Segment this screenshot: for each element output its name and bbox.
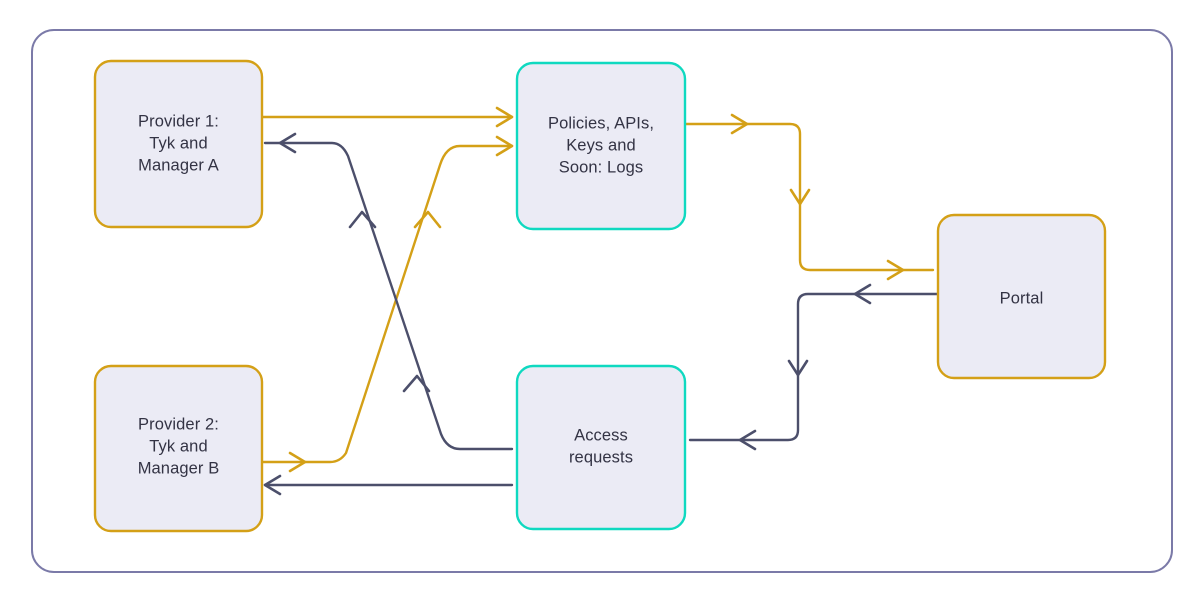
outer-frame — [31, 29, 1173, 573]
node-provider-2-label-line-2: Tyk and — [149, 437, 207, 455]
node-provider-2-box[interactable] — [93, 364, 264, 533]
node-policies-apis-keys-label-line-2: Keys and — [566, 136, 636, 154]
edge-provider2-to-policies — [260, 135, 514, 473]
edge-access-requests-to-provider2 — [263, 474, 514, 496]
node-policies-apis-keys-label-line-1: Policies, APIs, — [548, 114, 654, 132]
node-provider-2-label-line-3: Manager B — [138, 459, 220, 477]
node-provider-1[interactable]: Provider 1: Tyk and Manager A — [93, 59, 264, 229]
node-policies-apis-keys-label-line-3: Soon: Logs — [559, 158, 643, 176]
node-portal[interactable]: Portal — [936, 213, 1107, 380]
node-provider-1-label-line-3: Manager A — [138, 156, 219, 174]
node-portal-label: Portal — [1000, 289, 1044, 307]
node-access-requests-label-line-1: Access — [574, 426, 628, 444]
edge-policies-to-portal — [683, 113, 935, 281]
node-portal-box[interactable] — [936, 213, 1107, 380]
node-provider-1-box[interactable] — [93, 59, 264, 229]
edge-access-requests-to-provider1 — [263, 132, 514, 451]
node-provider-2[interactable]: Provider 2: Tyk and Manager B — [93, 364, 264, 533]
node-provider-1-label-line-1: Provider 1: — [138, 112, 219, 130]
node-policies-apis-keys[interactable]: Policies, APIs, Keys and Soon: Logs — [515, 61, 687, 231]
node-provider-1-label-line-2: Tyk and — [149, 134, 207, 152]
node-access-requests-label-line-2: requests — [569, 448, 633, 466]
node-access-requests-box[interactable] — [515, 364, 687, 531]
edge-portal-to-access-requests — [688, 283, 940, 451]
node-access-requests[interactable]: Access requests — [515, 364, 687, 531]
node-provider-2-label-line-1: Provider 2: — [138, 415, 219, 433]
node-policies-apis-keys-box[interactable] — [515, 61, 687, 231]
edge-provider1-to-policies — [260, 106, 514, 128]
